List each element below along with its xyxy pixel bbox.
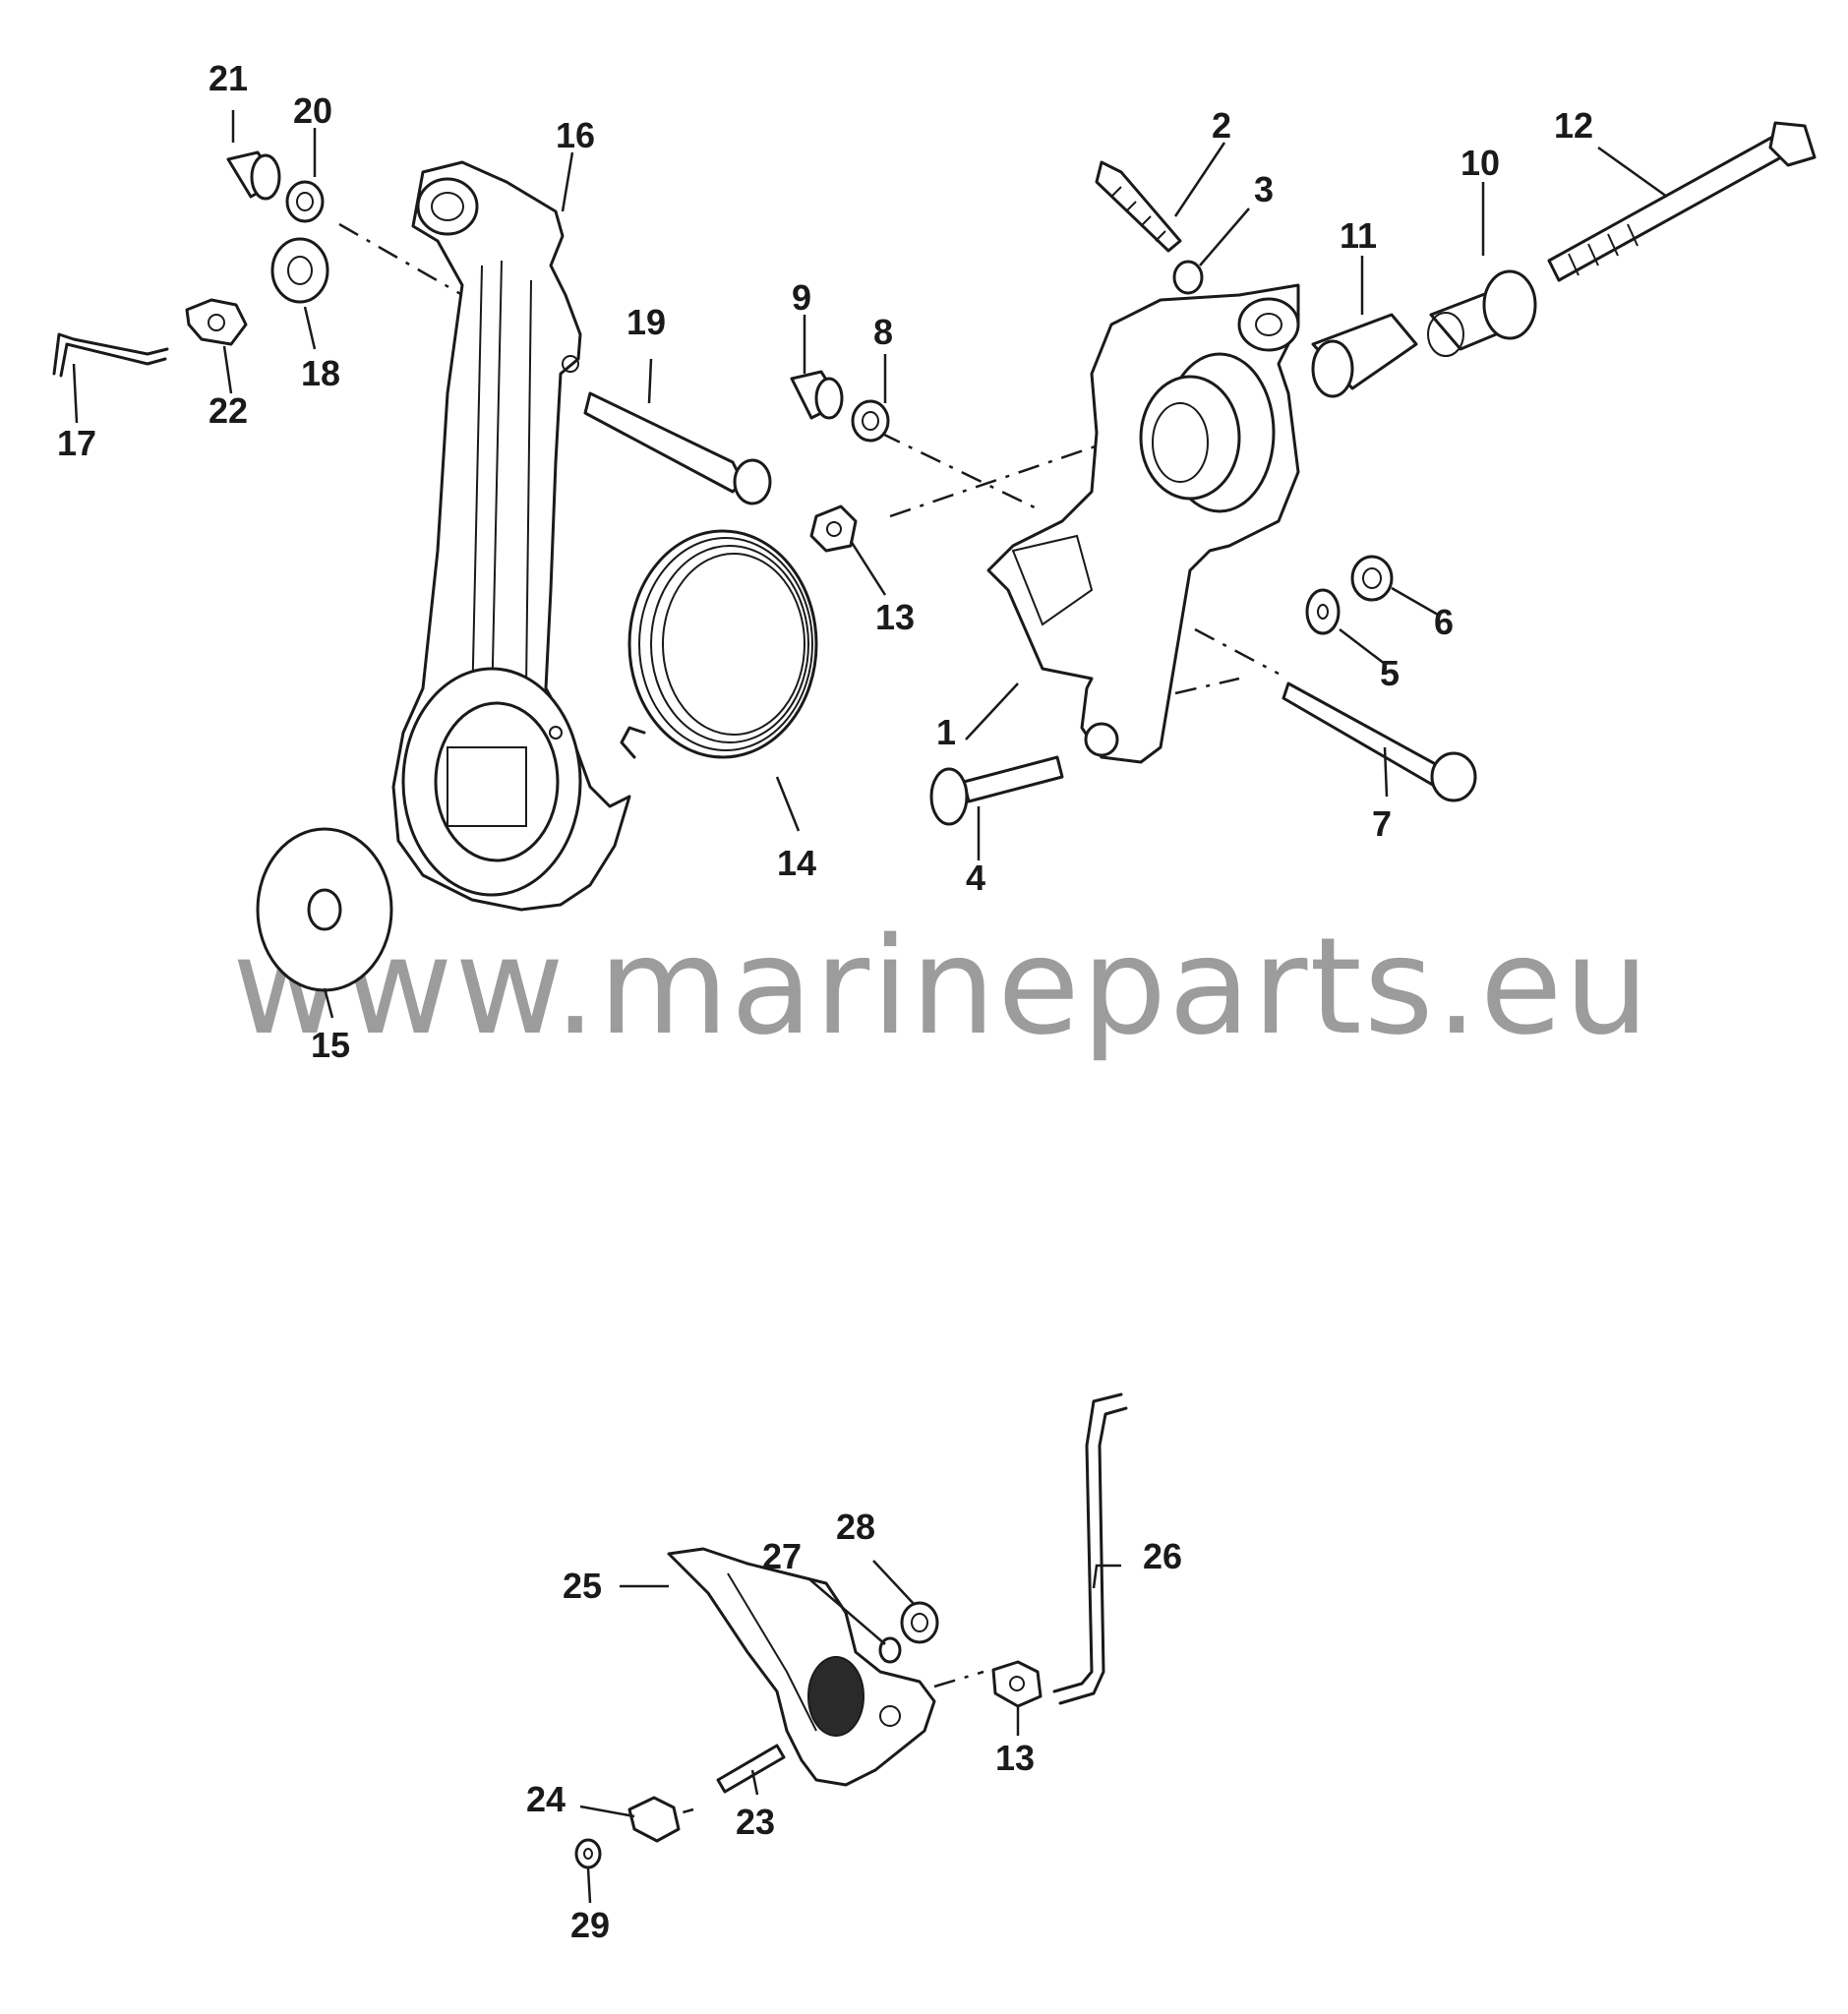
callout-7: 7 — [1372, 803, 1392, 844]
callout-23: 23 — [736, 1802, 775, 1842]
callout-14: 14 — [777, 843, 816, 883]
part-7-bolt — [1282, 681, 1477, 802]
part-6-nut — [1350, 555, 1394, 602]
callout-18: 18 — [301, 353, 340, 393]
part-3-nut — [1172, 260, 1204, 295]
callout-26: 26 — [1143, 1536, 1182, 1576]
callout-24: 24 — [526, 1779, 566, 1819]
callout-25: 25 — [563, 1566, 602, 1606]
part-1-bracket — [986, 283, 1300, 764]
callout-8: 8 — [873, 312, 893, 352]
part-29-washer — [574, 1838, 602, 1869]
callout-15: 15 — [311, 1025, 350, 1065]
callout-22: 22 — [209, 390, 248, 431]
part-20-nut — [285, 180, 325, 223]
part-8-nut — [851, 399, 890, 443]
callout-17: 17 — [57, 423, 96, 463]
part-2-screw — [1095, 160, 1182, 253]
part-28-nut — [900, 1601, 939, 1644]
part-5-washer — [1305, 588, 1341, 635]
callout-12: 12 — [1554, 105, 1593, 146]
part-18-nut — [270, 237, 329, 304]
callout-9: 9 — [792, 277, 811, 318]
watermark-text: www.marineparts.eu — [232, 910, 1651, 1065]
callout-11: 11 — [1340, 215, 1377, 256]
part-25-linkage — [667, 1547, 936, 1787]
part-16-lever-arm — [391, 160, 631, 912]
callout-27: 27 — [762, 1536, 802, 1576]
part-24-clip — [627, 1796, 681, 1843]
part-23-pin — [716, 1744, 786, 1794]
callout-2: 2 — [1212, 105, 1231, 146]
part-12-long-bolt — [1547, 121, 1817, 282]
callout-20: 20 — [293, 90, 332, 131]
callout-29: 29 — [570, 1905, 610, 1945]
callout-5: 5 — [1380, 653, 1400, 693]
callout-16: 16 — [556, 115, 595, 155]
callout-13-top: 13 — [875, 597, 915, 637]
callout-21: 21 — [209, 58, 248, 98]
part-13-clip-bottom — [991, 1660, 1043, 1708]
part-22-clip — [185, 298, 248, 346]
part-21-bushing — [226, 150, 281, 201]
part-19-bolt — [583, 391, 772, 505]
callout-3: 3 — [1254, 169, 1274, 209]
part-11-sleeve — [1311, 313, 1418, 398]
part-4-pin — [929, 755, 1064, 826]
callout-13-bottom: 13 — [995, 1738, 1035, 1778]
part-26-rod — [1052, 1392, 1128, 1705]
part-14-coil-spring — [620, 529, 818, 759]
callout-6: 6 — [1434, 602, 1454, 642]
callout-labels: 21 20 16 18 22 17 19 9 8 13 2 3 11 10 12… — [57, 58, 1593, 1945]
callout-10: 10 — [1461, 143, 1500, 183]
callout-28: 28 — [836, 1507, 875, 1547]
part-17-rod — [52, 332, 169, 378]
callout-1: 1 — [936, 712, 956, 752]
callout-4: 4 — [966, 858, 985, 898]
part-13-clip-top — [809, 504, 858, 553]
part-15-washer — [256, 827, 393, 992]
part-10-flanged-bushing — [1427, 269, 1537, 357]
leader-lines — [72, 110, 1668, 1904]
part-9-bushing — [790, 370, 844, 420]
callout-19: 19 — [626, 302, 666, 342]
